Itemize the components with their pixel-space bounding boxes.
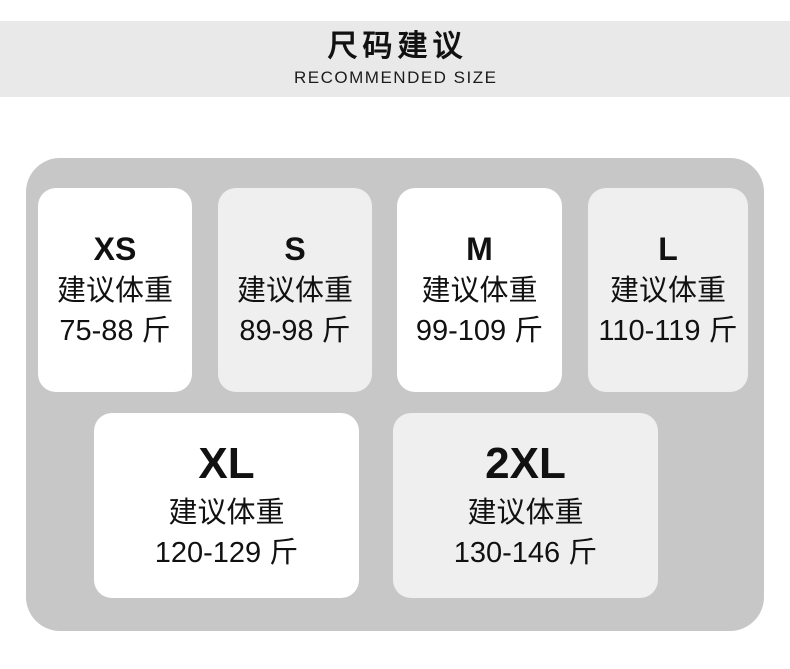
size-card-xs: XS 建议体重 75-88 斤 (38, 188, 192, 392)
size-card-l: L 建议体重 110-119 斤 (588, 188, 748, 392)
weight-hint: 建议体重 (168, 496, 285, 529)
weight-range: 89-98 斤 (239, 315, 351, 348)
size-card-m: M 建议体重 99-109 斤 (397, 188, 562, 392)
size-label: 2XL (485, 439, 566, 489)
weight-hint: 建议体重 (609, 274, 726, 307)
weight-hint: 建议体重 (56, 274, 173, 307)
weight-range: 110-119 斤 (598, 315, 738, 348)
weight-range: 130-146 斤 (453, 537, 598, 570)
size-label: XS (93, 230, 137, 267)
weight-range: 75-88 斤 (59, 315, 171, 348)
size-label: M (466, 230, 493, 267)
size-label: S (284, 230, 306, 267)
weight-range: 99-109 斤 (415, 315, 544, 348)
page-subtitle: RECOMMENDED SIZE (294, 68, 498, 88)
size-label: L (658, 230, 678, 267)
header-band: 尺码建议 RECOMMENDED SIZE (0, 21, 790, 97)
weight-hint: 建议体重 (236, 274, 353, 307)
size-card-xl: XL 建议体重 120-129 斤 (94, 413, 359, 598)
size-panel: XS 建议体重 75-88 斤 S 建议体重 89-98 斤 M 建议体重 99… (26, 158, 764, 631)
weight-hint: 建议体重 (421, 274, 538, 307)
weight-hint: 建议体重 (467, 496, 584, 529)
size-card-s: S 建议体重 89-98 斤 (218, 188, 372, 392)
weight-range: 120-129 斤 (154, 537, 299, 570)
size-label: XL (198, 439, 255, 489)
size-card-2xl: 2XL 建议体重 130-146 斤 (393, 413, 658, 598)
page-title: 尺码建议 (327, 29, 468, 63)
